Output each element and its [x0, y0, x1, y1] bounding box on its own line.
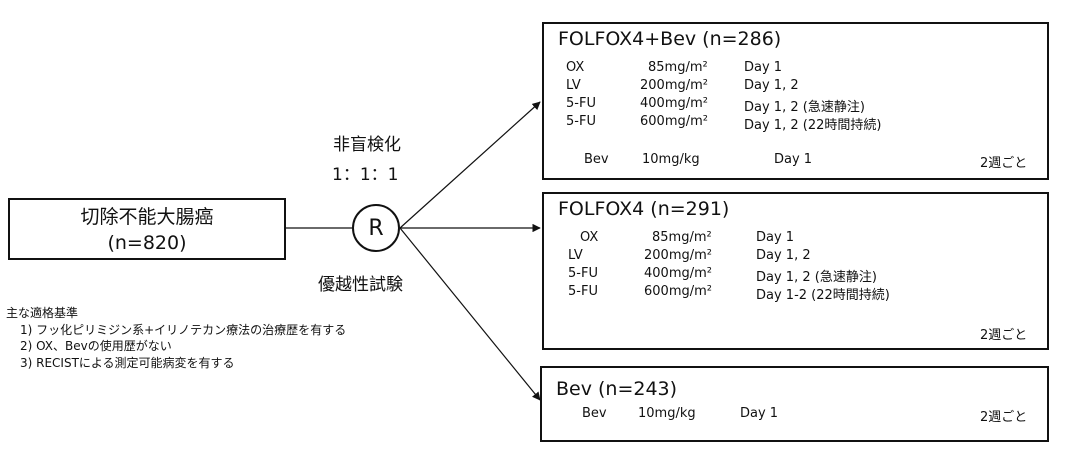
- drug-name: LV: [566, 78, 581, 93]
- regimen-row: 5-FU 400mg/m² Day 1, 2 (急速静注): [544, 96, 1044, 115]
- population-label: 切除不能大腸癌: [80, 206, 214, 228]
- regimen-row: OX 85mg/m² Day 1: [544, 60, 1044, 78]
- arm-box-folfox4-bev: FOLFOX4+Bev (n=286) OX 85mg/m² Day 1 LV …: [542, 22, 1049, 180]
- arm-box-folfox4: FOLFOX4 (n=291) OX 85mg/m² Day 1 LV 200m…: [542, 192, 1049, 350]
- drug-day: Day 1, 2: [756, 248, 811, 263]
- drug-name: 5-FU: [568, 266, 598, 281]
- ratio-text: 1：1：1: [332, 165, 399, 185]
- drug-dose: 85mg/m²: [648, 60, 708, 75]
- drug-dose: 600mg/m²: [640, 114, 708, 129]
- drug-name: OX: [580, 230, 599, 245]
- drug-dose: 200mg/m²: [640, 78, 708, 93]
- drug-name: 5-FU: [568, 284, 598, 299]
- drug-day: Day 1: [774, 152, 813, 167]
- drug-name: LV: [568, 248, 583, 263]
- drug-dose: 200mg/m²: [644, 248, 712, 263]
- regimen-row: LV 200mg/m² Day 1, 2: [544, 78, 1044, 96]
- bev-row: Bev 10mg/kg Day 1 2週ごと: [544, 152, 1044, 171]
- arrow-to-arm-1: [399, 101, 541, 229]
- drug-name: Bev: [584, 152, 609, 167]
- randomization-symbol: R: [368, 215, 384, 241]
- drug-name: 5-FU: [566, 96, 596, 111]
- arrow-to-arm-3: [399, 227, 541, 401]
- drug-dose: 10mg/kg: [642, 152, 700, 167]
- regimen-row: 5-FU 600mg/m² Day 1, 2 (22時間持続): [544, 114, 1044, 133]
- open-label-text: 非盲検化: [333, 135, 401, 155]
- eligibility-criteria: 主な適格基準 1) フッ化ピリミジン系+イリノテカン療法の治療歴を有する 2) …: [6, 305, 346, 371]
- drug-day: Day 1-2 (22時間持続): [756, 288, 890, 303]
- arm-title: Bev (n=243): [556, 378, 678, 400]
- drug-day: Day 1: [740, 406, 779, 421]
- population-count: (n=820): [107, 232, 187, 254]
- cycle-label: 2週ごと: [980, 156, 1028, 171]
- regimen-row: LV 200mg/m² Day 1, 2: [544, 248, 1044, 266]
- drug-name: 5-FU: [566, 114, 596, 129]
- drug-dose: 10mg/kg: [638, 406, 696, 421]
- arm-title: FOLFOX4+Bev (n=286): [558, 28, 782, 50]
- criteria-item: 1) フッ化ピリミジン系+イリノテカン療法の治療歴を有する: [20, 322, 347, 337]
- regimen-row: OX 85mg/m² Day 1: [544, 230, 1044, 248]
- regimen-row: 5-FU 600mg/m² Day 1-2 (22時間持続): [544, 284, 1044, 303]
- drug-dose: 85mg/m²: [652, 230, 712, 245]
- drug-day: Day 1: [744, 60, 783, 75]
- criteria-item: 3) RECISTによる測定可能病変を有する: [20, 355, 235, 370]
- drug-day: Day 1, 2: [744, 78, 799, 93]
- drug-dose: 400mg/m²: [644, 266, 712, 281]
- drug-name: Bev: [582, 406, 607, 421]
- arm-title: FOLFOX4 (n=291): [558, 198, 730, 220]
- drug-day: Day 1, 2 (急速静注): [756, 270, 877, 285]
- arm-box-bev: Bev (n=243) Bev 10mg/kg Day 1 2週ごと: [540, 366, 1049, 442]
- cycle-label: 2週ごと: [980, 328, 1028, 343]
- drug-day: Day 1, 2 (22時間持続): [744, 118, 882, 133]
- criteria-item: 2) OX、Bevの使用歴がない: [20, 339, 172, 353]
- drug-name: OX: [566, 60, 585, 75]
- superiority-label: 優越性試験: [318, 275, 403, 295]
- drug-day: Day 1, 2 (急速静注): [744, 100, 865, 115]
- criteria-heading: 主な適格基準: [6, 306, 79, 320]
- population-box: 切除不能大腸癌 (n=820): [8, 198, 286, 260]
- regimen-row: 5-FU 400mg/m² Day 1, 2 (急速静注): [544, 266, 1044, 285]
- drug-day: Day 1: [756, 230, 795, 245]
- drug-dose: 600mg/m²: [644, 284, 712, 299]
- randomization-node: R: [352, 204, 400, 252]
- drug-dose: 400mg/m²: [640, 96, 708, 111]
- bev-row: Bev 10mg/kg Day 1 2週ごと: [542, 406, 1042, 425]
- cycle-label: 2週ごと: [980, 410, 1028, 425]
